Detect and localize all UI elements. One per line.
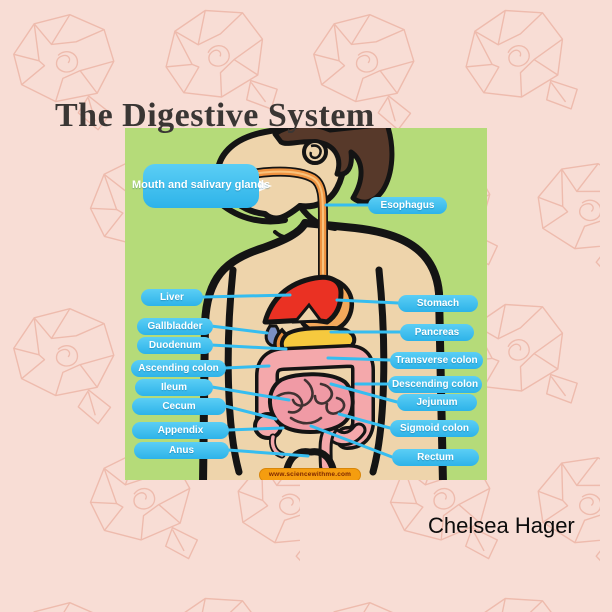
- label-cecum: Cecum: [132, 398, 226, 415]
- page-title: The Digestive System: [55, 96, 375, 134]
- label-sigmoid-colon: Sigmoid colon: [390, 420, 479, 437]
- digestive-system-diagram: Mouth and salivary glands Liver Gallblad…: [125, 128, 487, 480]
- neck-line: [297, 203, 338, 231]
- watermark-banner: www.sciencewithme.com: [259, 468, 361, 480]
- liver-notch: [291, 302, 324, 324]
- label-esophagus: Esophagus: [368, 197, 447, 214]
- label-stomach: Stomach: [398, 295, 478, 312]
- label-descending-colon: Descending colon: [388, 376, 482, 393]
- label-appendix: Appendix: [132, 422, 229, 439]
- chest-line: [273, 230, 299, 240]
- leader-lines: [201, 203, 402, 459]
- small-intestine: [268, 372, 355, 434]
- label-rectum: Rectum: [392, 449, 479, 466]
- label-transverse-colon: Transverse colon: [390, 352, 483, 369]
- label-ascending-colon: Ascending colon: [131, 360, 226, 377]
- label-pancreas: Pancreas: [400, 324, 474, 341]
- label-ileum: Ileum: [135, 379, 213, 396]
- ear: [302, 139, 328, 165]
- left-arm-line: [224, 266, 243, 476]
- label-anus: Anus: [134, 442, 229, 459]
- label-gallbladder: Gallbladder: [137, 318, 213, 335]
- label-jejunum: Jejunum: [397, 394, 477, 411]
- author-name: Chelsea Hager: [428, 513, 575, 538]
- label-mouth-salivary-glands: Mouth and salivary glands: [132, 164, 270, 208]
- label-duodenum: Duodenum: [137, 337, 213, 354]
- ear-swirl: [309, 144, 322, 160]
- label-liver: Liver: [141, 289, 203, 306]
